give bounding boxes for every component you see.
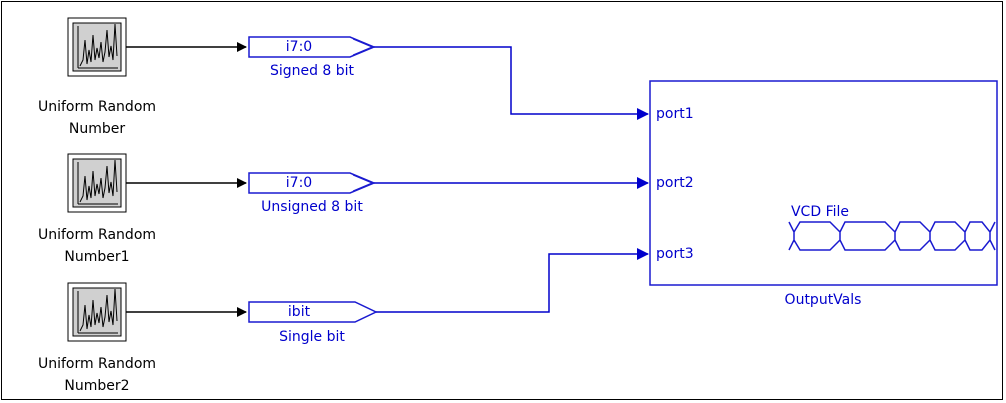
converter-symbol-3: ibit — [287, 304, 311, 320]
waveform-icon — [788, 221, 996, 251]
converter-block-1[interactable] — [248, 36, 376, 58]
signal-line-port3[interactable] — [376, 248, 649, 313]
source-block-3[interactable] — [67, 282, 127, 342]
source-label-3: Uniform Random Number2 — [7, 353, 187, 397]
port-label-2: port2 — [656, 175, 694, 191]
source-name-line1: Uniform Random — [37, 99, 157, 115]
source-block-2[interactable] — [67, 153, 127, 213]
output-block-name[interactable]: OutputVals — [784, 292, 862, 308]
converter-label-2[interactable]: Unsigned 8 bit — [261, 199, 363, 215]
source-name-line2: Number — [68, 121, 126, 137]
source-label-2: Uniform Random Number1 — [7, 224, 187, 268]
converter-label-1[interactable]: Signed 8 bit — [269, 63, 355, 79]
converter-symbol-2: i7:0 — [285, 175, 313, 191]
source-name-line2: Number2 — [64, 378, 130, 394]
converter-symbol-1: i7:0 — [285, 39, 313, 55]
source-name-line1: Uniform Random — [37, 356, 157, 372]
output-block[interactable] — [649, 80, 998, 286]
output-block-title: VCD File — [790, 204, 849, 220]
random-noise-icon — [77, 159, 118, 205]
converter-block-2[interactable] — [248, 172, 376, 194]
random-noise-icon — [77, 23, 118, 69]
source-block-1[interactable] — [67, 17, 127, 77]
random-noise-icon — [77, 288, 118, 334]
source-name-line1: Uniform Random — [37, 227, 157, 243]
port-label-1: port1 — [656, 106, 694, 122]
source-name-line2: Number1 — [64, 249, 130, 265]
source-label-1: Uniform Random Number — [7, 96, 187, 140]
signal-line-port1[interactable] — [374, 46, 649, 120]
converter-label-3[interactable]: Single bit — [279, 329, 345, 345]
converter-block-3[interactable] — [248, 301, 378, 323]
port-label-3: port3 — [656, 246, 694, 262]
